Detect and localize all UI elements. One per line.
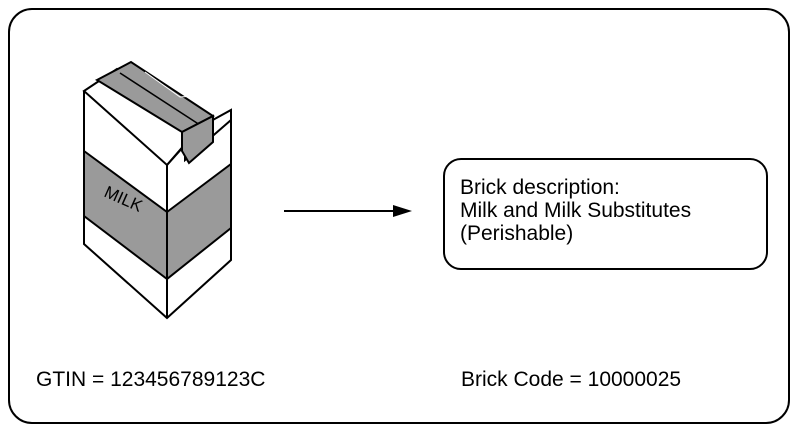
brick-description-line-2: (Perishable) [460,222,766,245]
brick-description-line-1: Milk and Milk Substitutes [460,199,766,222]
brick-description-box: Brick description: Milk and Milk Substit… [443,158,768,270]
brick-code-label: Brick Code = 10000025 [461,368,681,392]
brick-description-heading: Brick description: [460,176,766,199]
gtin-label: GTIN = 123456789123C [36,368,265,392]
